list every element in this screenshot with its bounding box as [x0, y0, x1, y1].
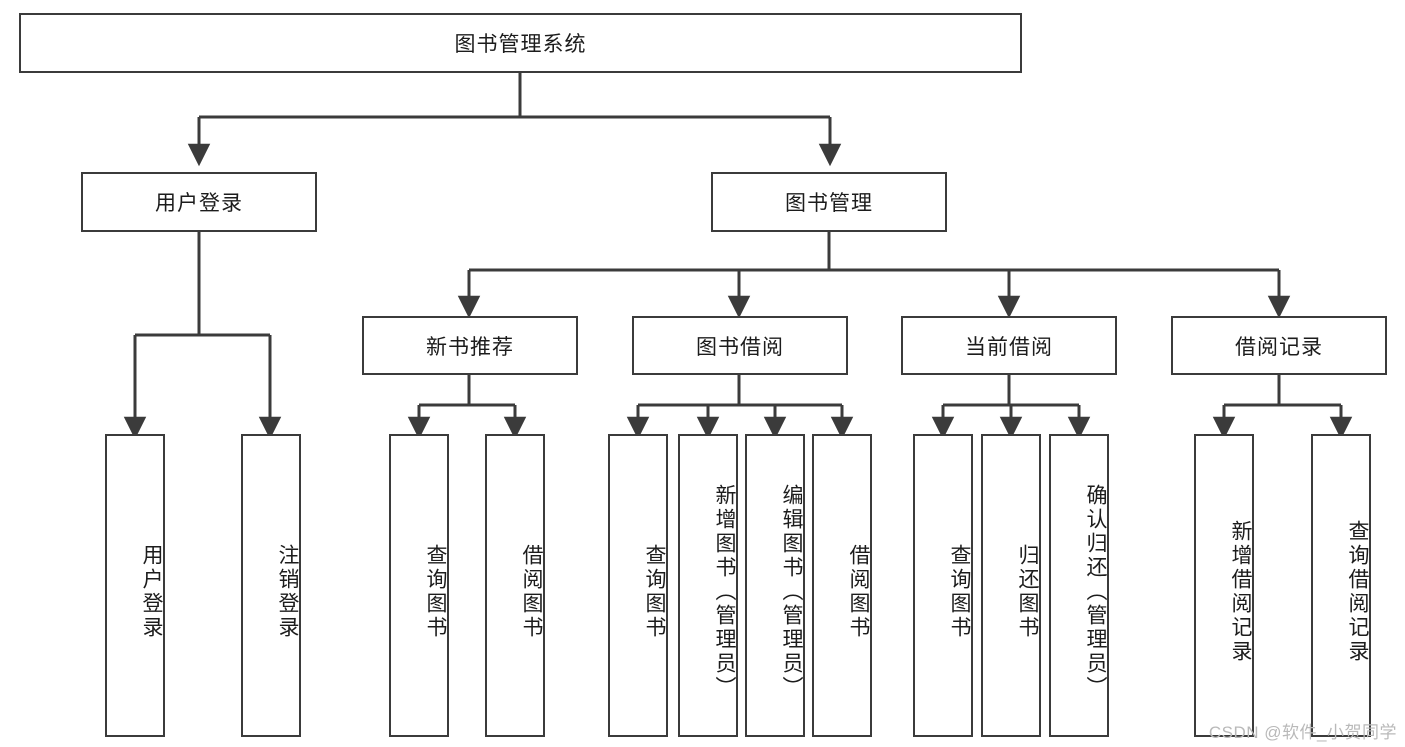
node-leaf-add-borrow-record-label: 新增借阅记录 — [1229, 519, 1252, 664]
node-book-management[interactable]: 图书管理 — [711, 172, 947, 232]
node-leaf-confirm-return-admin-label: 确认归还（管理员） — [1084, 483, 1107, 700]
node-leaf-logout[interactable]: 注销登录 — [241, 434, 301, 737]
node-current-borrow-label: 当前借阅 — [965, 335, 1053, 359]
node-leaf-add-book-admin[interactable]: 新增图书（管理员） — [678, 434, 738, 737]
node-leaf-edit-book-admin-label: 编辑图书（管理员） — [780, 483, 803, 700]
node-book-management-label: 图书管理 — [785, 192, 873, 215]
node-leaf-borrow-book-1-label: 借阅图书 — [520, 543, 543, 640]
node-book-borrow-label: 图书借阅 — [696, 335, 784, 359]
node-root-label: 图书管理系统 — [454, 33, 587, 56]
node-leaf-query-book-1[interactable]: 查询图书 — [389, 434, 449, 737]
node-leaf-query-book-3[interactable]: 查询图书 — [913, 434, 973, 737]
node-new-book-recommend[interactable]: 新书推荐 — [362, 316, 578, 375]
node-leaf-query-book-2-label: 查询图书 — [643, 543, 666, 640]
node-leaf-confirm-return-admin[interactable]: 确认归还（管理员） — [1049, 434, 1109, 737]
node-leaf-borrow-book-1[interactable]: 借阅图书 — [485, 434, 545, 737]
node-leaf-query-borrow-record-label: 查询借阅记录 — [1346, 519, 1369, 664]
node-leaf-borrow-book-2-label: 借阅图书 — [847, 543, 870, 640]
node-leaf-edit-book-admin[interactable]: 编辑图书（管理员） — [745, 434, 805, 737]
node-leaf-query-borrow-record[interactable]: 查询借阅记录 — [1311, 434, 1371, 737]
node-user-login[interactable]: 用户登录 — [81, 172, 317, 232]
node-leaf-user-login[interactable]: 用户登录 — [105, 434, 165, 737]
node-borrow-record-label: 借阅记录 — [1235, 335, 1323, 359]
node-current-borrow[interactable]: 当前借阅 — [901, 316, 1117, 375]
node-leaf-add-book-admin-label: 新增图书（管理员） — [713, 483, 736, 700]
node-leaf-logout-label: 注销登录 — [276, 543, 299, 640]
node-leaf-return-book-label: 归还图书 — [1016, 543, 1039, 640]
node-leaf-user-login-label: 用户登录 — [140, 543, 163, 640]
node-root[interactable]: 图书管理系统 — [19, 13, 1022, 73]
node-leaf-add-borrow-record[interactable]: 新增借阅记录 — [1194, 434, 1254, 737]
node-leaf-query-book-2[interactable]: 查询图书 — [608, 434, 668, 737]
node-leaf-borrow-book-2[interactable]: 借阅图书 — [812, 434, 872, 737]
node-leaf-return-book[interactable]: 归还图书 — [981, 434, 1041, 737]
node-user-login-label: 用户登录 — [155, 192, 243, 215]
node-book-borrow[interactable]: 图书借阅 — [632, 316, 848, 375]
node-leaf-query-book-3-label: 查询图书 — [948, 543, 971, 640]
node-new-book-recommend-label: 新书推荐 — [426, 335, 514, 359]
node-borrow-record[interactable]: 借阅记录 — [1171, 316, 1387, 375]
node-leaf-query-book-1-label: 查询图书 — [424, 543, 447, 640]
watermark: CSDN @软件_小贺同学 — [1208, 723, 1397, 742]
